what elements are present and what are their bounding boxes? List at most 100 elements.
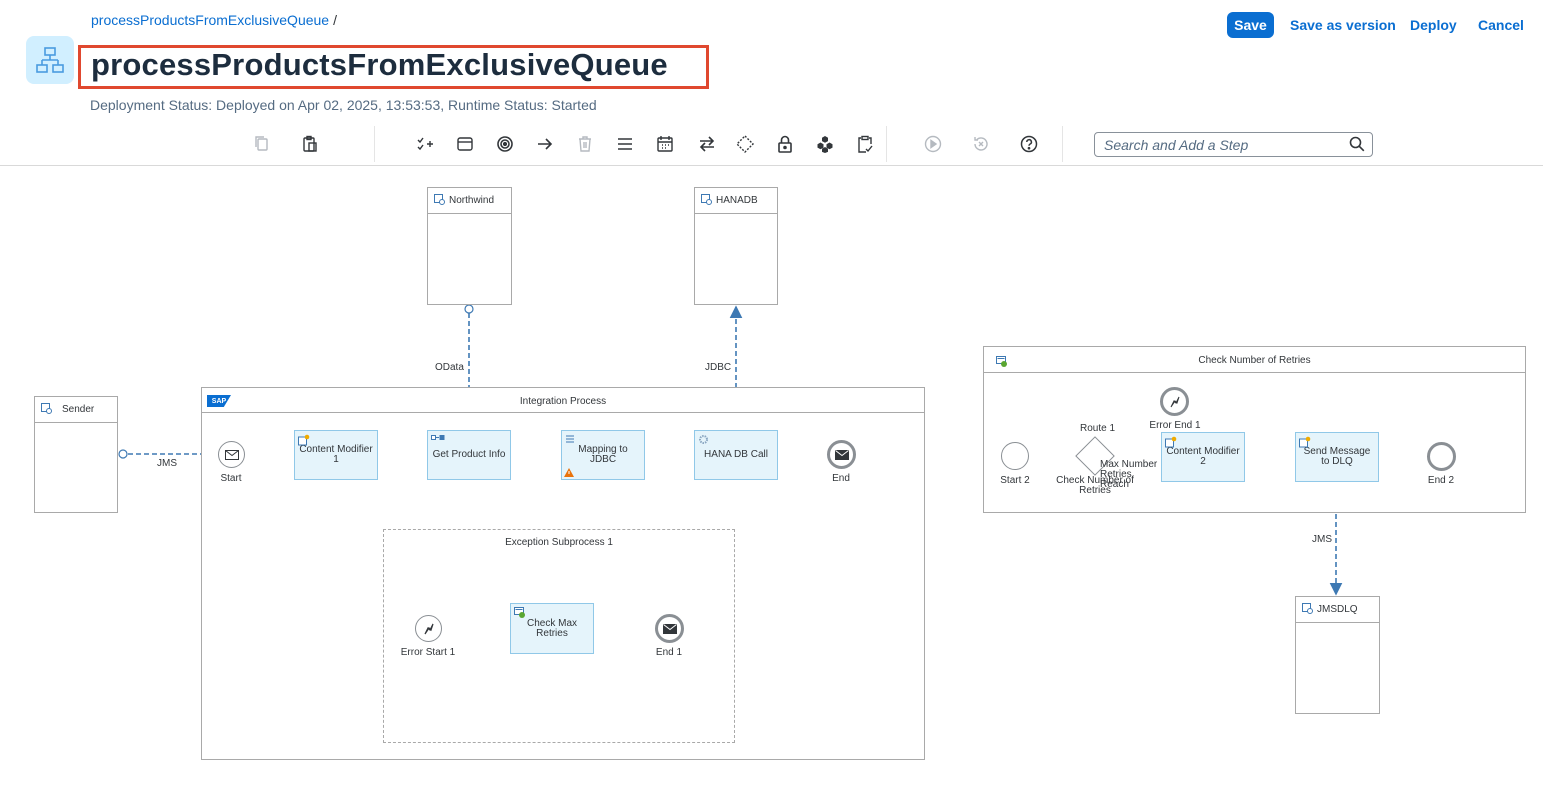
task-label: HANA DB Call — [704, 449, 768, 460]
save-button[interactable]: Save — [1227, 12, 1274, 38]
participant-label: Northwind — [449, 195, 495, 206]
error-end-event[interactable] — [1160, 387, 1189, 416]
lightning-icon — [1170, 396, 1179, 407]
task-label: Get Product Info — [432, 449, 506, 460]
end-2-label: End 2 — [1427, 475, 1455, 486]
participant-sender[interactable]: Sender — [34, 396, 118, 513]
gateway-label: Check Number of Retries — [1056, 475, 1134, 496]
content-modifier-icon — [298, 434, 310, 449]
pool-title: Integration Process — [519, 396, 607, 407]
help-icon[interactable] — [1017, 132, 1041, 156]
task-content-modifier-1[interactable]: Content Modifier 1 — [294, 430, 378, 480]
toolbar-separator — [886, 126, 887, 162]
gear-icon — [698, 434, 709, 448]
task-label: Content Modifier 2 — [1166, 446, 1240, 467]
check-add-icon[interactable] — [413, 132, 437, 156]
error-start-label: Error Start 1 — [400, 647, 456, 658]
toolbar-separator — [1062, 126, 1063, 162]
pool-header — [984, 347, 1525, 373]
end-label: End — [832, 473, 850, 484]
participant-label: Sender — [62, 404, 95, 415]
participant-northwind[interactable]: Northwind — [427, 187, 512, 305]
participant-icon — [701, 193, 712, 208]
task-label: Content Modifier 1 — [299, 444, 373, 465]
integration-flow-icon — [26, 36, 74, 84]
route-1-label[interactable]: Route 1 — [1080, 423, 1116, 434]
warning-icon — [564, 468, 574, 480]
task-content-modifier-2[interactable]: Content Modifier 2 — [1161, 432, 1245, 482]
breadcrumb-separator: / — [333, 12, 337, 28]
channel-odata-label[interactable]: OData — [435, 362, 464, 373]
task-label: Check Max Retries — [526, 617, 577, 639]
play-icon[interactable] — [921, 132, 945, 156]
task-check-max-retries[interactable]: Check Max Retries — [510, 603, 594, 654]
end-event-message[interactable] — [827, 440, 856, 469]
participant-jmsdlq[interactable]: JMSDLQ — [1295, 596, 1380, 714]
task-get-product-info[interactable]: Get Product Info — [427, 430, 511, 480]
save-as-version-button[interactable]: Save as version — [1290, 17, 1396, 33]
task-label: Mapping to JDBC — [578, 444, 628, 465]
lightning-icon — [423, 623, 434, 634]
calendar-icon[interactable] — [653, 132, 677, 156]
swap-icon[interactable] — [695, 132, 719, 156]
request-reply-icon — [431, 434, 445, 445]
participant-icon — [41, 402, 52, 417]
diagram-canvas[interactable]: Sender Northwind HANADB JMSDLQ JMS OData… — [0, 166, 1543, 791]
menu-icon[interactable] — [613, 132, 637, 156]
task-hana-db-call[interactable]: HANA DB Call — [694, 430, 778, 480]
page-title: processProductsFromExclusiveQueue — [91, 47, 668, 82]
local-process-icon — [996, 355, 1008, 373]
start-event[interactable] — [1001, 442, 1029, 470]
end-1-label: End 1 — [655, 647, 683, 658]
channel-jdbc-label[interactable]: JDBC — [705, 362, 732, 373]
task-label: Send Message to DLQ — [1303, 446, 1371, 467]
start-2-label: Start 2 — [1000, 475, 1030, 486]
participant-label: JMSDLQ — [1317, 604, 1358, 615]
participant-label: HANADB — [716, 195, 758, 206]
pool-header — [202, 388, 924, 413]
container-icon[interactable] — [453, 132, 477, 156]
paste-icon[interactable] — [298, 132, 322, 156]
diamond-icon[interactable] — [733, 132, 757, 156]
breadcrumb-link[interactable]: processProductsFromExclusiveQueue — [91, 12, 330, 28]
participant-icon — [434, 193, 445, 208]
breadcrumb[interactable]: processProductsFromExclusiveQueue/ — [91, 12, 337, 28]
subprocess-title: Exception Subprocess 1 — [505, 537, 613, 548]
arrow-icon[interactable] — [533, 132, 557, 156]
sap-logo-icon: SAP — [207, 395, 231, 407]
cancel-button[interactable]: Cancel — [1478, 17, 1524, 33]
search-input[interactable] — [1094, 132, 1373, 157]
search-placeholder: Search and Add a Step — [1104, 137, 1249, 153]
cubes-icon[interactable] — [813, 132, 837, 156]
process-call-icon — [514, 607, 526, 622]
retry-process-pool[interactable]: Check Number of Retries — [983, 346, 1526, 513]
undo-icon[interactable] — [969, 132, 993, 156]
deploy-button[interactable]: Deploy — [1410, 17, 1457, 33]
channel-jms-label[interactable]: JMS — [157, 458, 177, 469]
pool-title: Check Number of Retries — [1198, 355, 1311, 366]
delete-icon[interactable] — [573, 132, 597, 156]
target-icon[interactable] — [493, 132, 517, 156]
end-event[interactable] — [1427, 442, 1456, 471]
envelope-icon — [834, 449, 849, 460]
lock-icon[interactable] — [773, 132, 797, 156]
error-start-event[interactable] — [415, 615, 442, 642]
exception-subprocess[interactable]: Exception Subprocess 1 — [383, 529, 735, 743]
participant-hanadb[interactable]: HANADB — [694, 187, 778, 305]
toolbar — [0, 124, 1543, 166]
envelope-icon — [662, 623, 677, 634]
channel-jms-dlq-label[interactable]: JMS — [1312, 534, 1332, 545]
copy-icon[interactable] — [250, 132, 274, 156]
task-send-message-to-dlq[interactable]: Send Message to DLQ — [1295, 432, 1379, 482]
start-event-message[interactable] — [218, 441, 245, 468]
content-modifier-icon — [1299, 436, 1311, 451]
participant-icon — [1302, 602, 1313, 617]
end-event-message[interactable] — [655, 614, 684, 643]
task-mapping-to-jdbc[interactable]: Mapping to JDBC — [561, 430, 645, 480]
search-icon[interactable] — [1349, 136, 1365, 152]
route-2-label[interactable]: Max Number Retries Reach — [1100, 459, 1158, 490]
title-highlight-box — [78, 45, 709, 89]
clipboard-check-icon[interactable] — [853, 132, 877, 156]
content-modifier-icon — [1165, 436, 1177, 451]
deployment-status: Deployment Status: Deployed on Apr 02, 2… — [90, 97, 597, 113]
